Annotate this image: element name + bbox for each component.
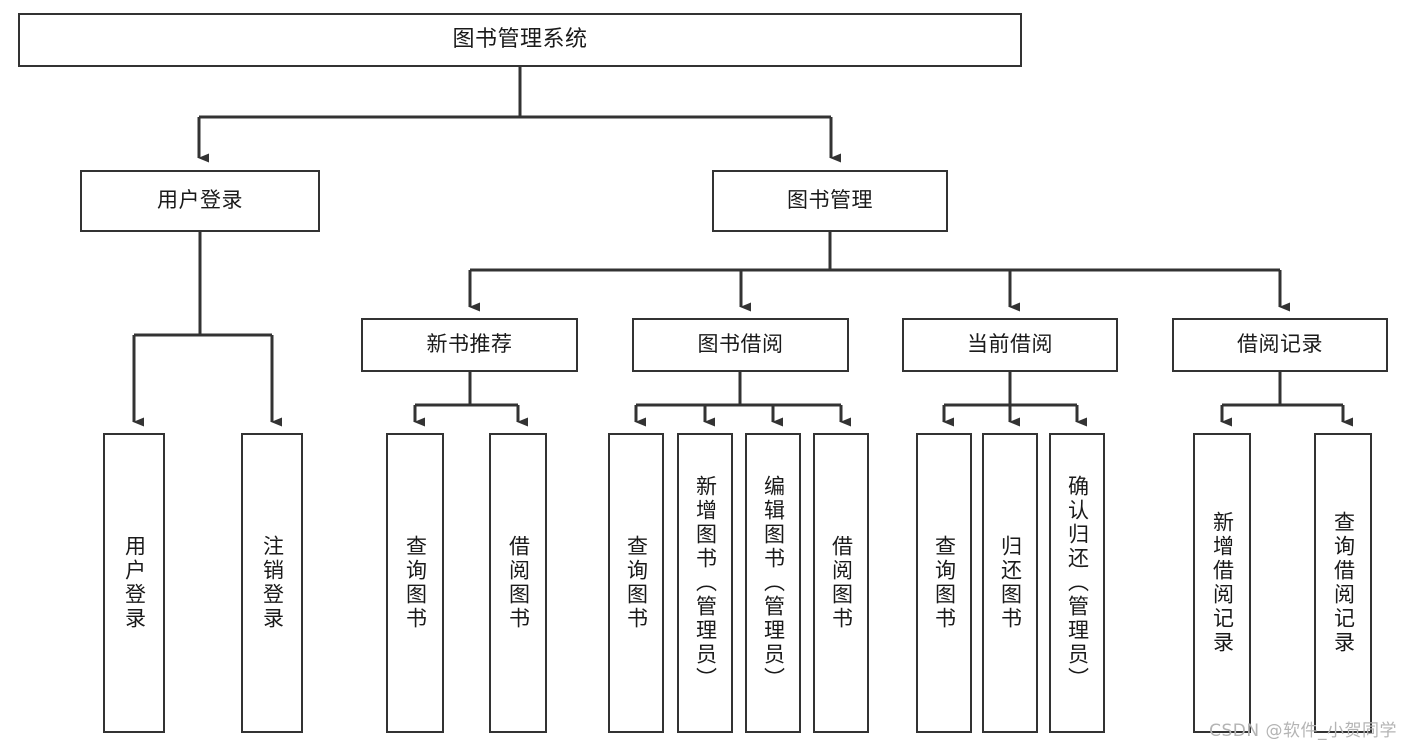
leaf-current-confirm-return-admin[interactable]: 确认归还（管理员） — [1049, 433, 1105, 733]
node-label: 图书借阅 — [697, 332, 784, 357]
node-label: 新增借阅记录 — [1210, 511, 1235, 655]
node-user-login[interactable]: 用户登录 — [80, 170, 320, 232]
node-borrow-record[interactable]: 借阅记录 — [1172, 318, 1388, 372]
node-label: 借阅记录 — [1237, 332, 1323, 357]
csdn-watermark: CSDN @软件_小贺同学 — [1209, 721, 1397, 741]
node-root-system[interactable]: 图书管理系统 — [18, 13, 1022, 67]
leaf-user-login[interactable]: 用户登录 — [103, 433, 165, 733]
leaf-record-query-borrow-record[interactable]: 查询借阅记录 — [1314, 433, 1372, 733]
node-label: 查询图书 — [624, 535, 649, 631]
node-new-book-recommend[interactable]: 新书推荐 — [361, 318, 578, 372]
node-current-borrow[interactable]: 当前借阅 — [902, 318, 1118, 372]
leaf-borrow-add-book-admin[interactable]: 新增图书（管理员） — [677, 433, 733, 733]
node-label: 查询借阅记录 — [1331, 511, 1356, 655]
node-label: 编辑图书（管理员） — [761, 475, 786, 691]
node-label: 归还图书 — [998, 535, 1023, 631]
leaf-record-add-borrow-record[interactable]: 新增借阅记录 — [1193, 433, 1251, 733]
node-label: 用户登录 — [122, 535, 147, 631]
node-label: 确认归还（管理员） — [1065, 475, 1090, 691]
node-label: 查询图书 — [403, 535, 428, 631]
node-book-borrow[interactable]: 图书借阅 — [632, 318, 849, 372]
leaf-recommend-borrow-book[interactable]: 借阅图书 — [489, 433, 547, 733]
leaf-borrow-edit-book-admin[interactable]: 编辑图书（管理员） — [745, 433, 801, 733]
node-label: 新书推荐 — [426, 332, 513, 357]
node-label: 用户登录 — [157, 188, 243, 213]
node-book-manage[interactable]: 图书管理 — [712, 170, 948, 232]
node-label: 图书管理 — [787, 188, 873, 213]
node-label: 当前借阅 — [967, 332, 1053, 357]
leaf-recommend-query-book[interactable]: 查询图书 — [386, 433, 444, 733]
node-label: 新增图书（管理员） — [693, 475, 718, 691]
leaf-borrow-borrow-book[interactable]: 借阅图书 — [813, 433, 869, 733]
leaf-current-query-book[interactable]: 查询图书 — [916, 433, 972, 733]
leaf-borrow-query-book[interactable]: 查询图书 — [608, 433, 664, 733]
leaf-current-return-book[interactable]: 归还图书 — [982, 433, 1038, 733]
node-label: 注销登录 — [260, 535, 285, 631]
node-label: 图书管理系统 — [452, 26, 588, 52]
leaf-user-logout[interactable]: 注销登录 — [241, 433, 303, 733]
node-label: 借阅图书 — [506, 535, 531, 631]
node-label: 借阅图书 — [829, 535, 854, 631]
node-label: 查询图书 — [932, 535, 957, 631]
